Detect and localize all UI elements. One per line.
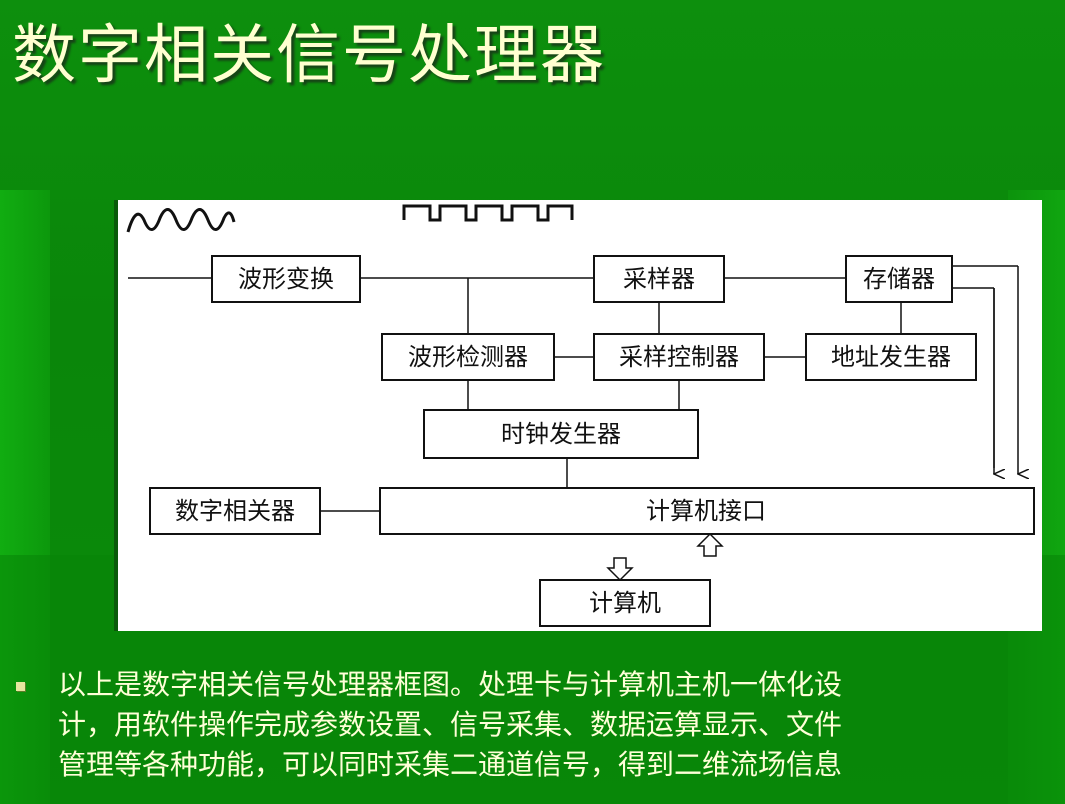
body-paragraph: 以上是数字相关信号处理器框图。处理卡与计算机主机一体化设 计，用软件操作完成参数… <box>58 665 1018 785</box>
box-computer-label: 计算机 <box>589 589 661 617</box>
slide-title: 数字相关信号处理器 <box>12 19 606 93</box>
body-line: 管理等各种功能，可以同时采集二通道信号，得到二维流场信息 <box>58 748 843 781</box>
block-diagram-svg: 波形变换 采样器 存储器 波形检测器 采样控制器 地址发生器 <box>126 204 1035 627</box>
box-memory: 存储器 <box>845 255 953 303</box>
box-waveform-transform-label: 波形变换 <box>238 265 334 293</box>
arrow-up-icon <box>696 532 724 557</box>
box-address-generator: 地址发生器 <box>805 333 977 381</box>
box-waveform-transform: 波形变换 <box>211 255 361 303</box>
block-diagram: 波形变换 采样器 存储器 波形检测器 采样控制器 地址发生器 <box>114 200 1042 631</box>
box-waveform-detector: 波形检测器 <box>381 333 555 381</box>
box-computer-interface-label: 计算机接口 <box>646 497 766 525</box>
arrow-down-icon <box>606 557 634 582</box>
box-clock-generator-label: 时钟发生器 <box>501 420 621 448</box>
box-sampling-controller: 采样控制器 <box>593 333 765 381</box>
box-digital-correlator-label: 数字相关器 <box>175 497 295 525</box>
body-line: 计，用软件操作完成参数设置、信号采集、数据运算显示、文件 <box>58 708 843 741</box>
box-digital-correlator: 数字相关器 <box>149 487 321 535</box>
connection-lines <box>128 266 1018 512</box>
box-clock-generator: 时钟发生器 <box>423 409 699 459</box>
body-line: 以上是数字相关信号处理器框图。处理卡与计算机主机一体化设 <box>58 668 843 701</box>
box-memory-label: 存储器 <box>863 265 935 293</box>
box-computer-interface: 计算机接口 <box>379 487 1035 535</box>
bullet-square-icon <box>16 682 25 691</box>
box-sampler: 采样器 <box>593 255 725 303</box>
box-sampling-controller-label: 采样控制器 <box>619 343 739 371</box>
square-wave-icon <box>402 204 574 222</box>
box-address-generator-label: 地址发生器 <box>831 343 951 371</box>
box-computer: 计算机 <box>539 579 711 627</box>
box-waveform-detector-label: 波形检测器 <box>408 343 528 371</box>
sine-wave-icon <box>126 208 236 233</box>
box-sampler-label: 采样器 <box>623 265 695 293</box>
